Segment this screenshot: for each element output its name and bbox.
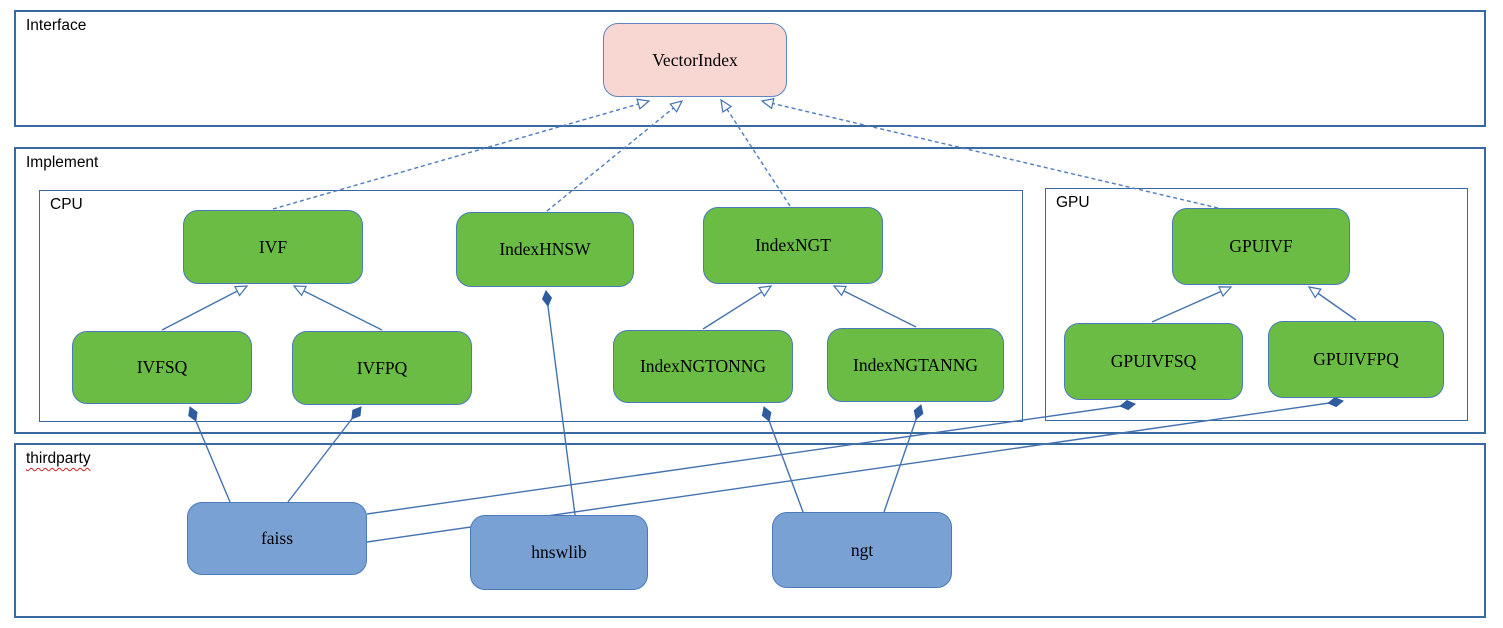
node-ivf-label: IVF	[258, 236, 288, 257]
node-indexhnsw-label: IndexHNSW	[499, 239, 591, 259]
node-indexngtanng: IndexNGTANNG	[827, 328, 1004, 402]
node-hnswlib-label: hnswlib	[531, 542, 587, 562]
node-ivfpq-label: IVFPQ	[356, 357, 408, 378]
node-indexngt: IndexNGT	[703, 207, 883, 284]
node-gpuivfpq: GPUIVFPQ	[1268, 321, 1444, 398]
node-vectorindex-label: VectorIndex	[652, 49, 738, 70]
node-vectorindex: VectorIndex	[603, 23, 787, 97]
node-gpuivf: GPUIVF	[1172, 208, 1350, 285]
section-gpu-label: GPU	[1056, 194, 1090, 211]
node-ivfsq: IVFSQ	[72, 331, 252, 404]
node-ngt: ngt	[772, 512, 952, 588]
node-indexhnsw: IndexHNSW	[456, 212, 634, 287]
node-gpuivfpq-label: GPUIVFPQ	[1313, 349, 1399, 369]
node-ivfsq-label: IVFSQ	[136, 357, 188, 377]
node-ivfpq: IVFPQ	[292, 331, 472, 405]
node-indexngtonng-label: IndexNGTONNG	[639, 356, 767, 376]
section-thirdparty-label: thirdparty	[26, 450, 91, 467]
node-ivf: IVF	[183, 210, 363, 284]
node-gpuivfsq: GPUIVFSQ	[1064, 323, 1243, 400]
node-indexngtanng-label: IndexNGTANNG	[853, 354, 978, 375]
node-gpuivfsq-label: GPUIVFSQ	[1110, 351, 1197, 371]
section-cpu-label: CPU	[50, 196, 83, 213]
node-ngt-label: ngt	[850, 539, 874, 560]
node-faiss: faiss	[187, 502, 367, 575]
node-indexngt-label: IndexNGT	[755, 235, 831, 255]
node-indexngtonng: IndexNGTONNG	[613, 330, 793, 403]
section-interface-label: Interface	[26, 17, 87, 34]
node-faiss-label: faiss	[260, 528, 294, 548]
node-gpuivf-label: GPUIVF	[1229, 236, 1293, 256]
node-hnswlib: hnswlib	[470, 515, 648, 590]
section-implement-label: Implement	[26, 154, 99, 171]
